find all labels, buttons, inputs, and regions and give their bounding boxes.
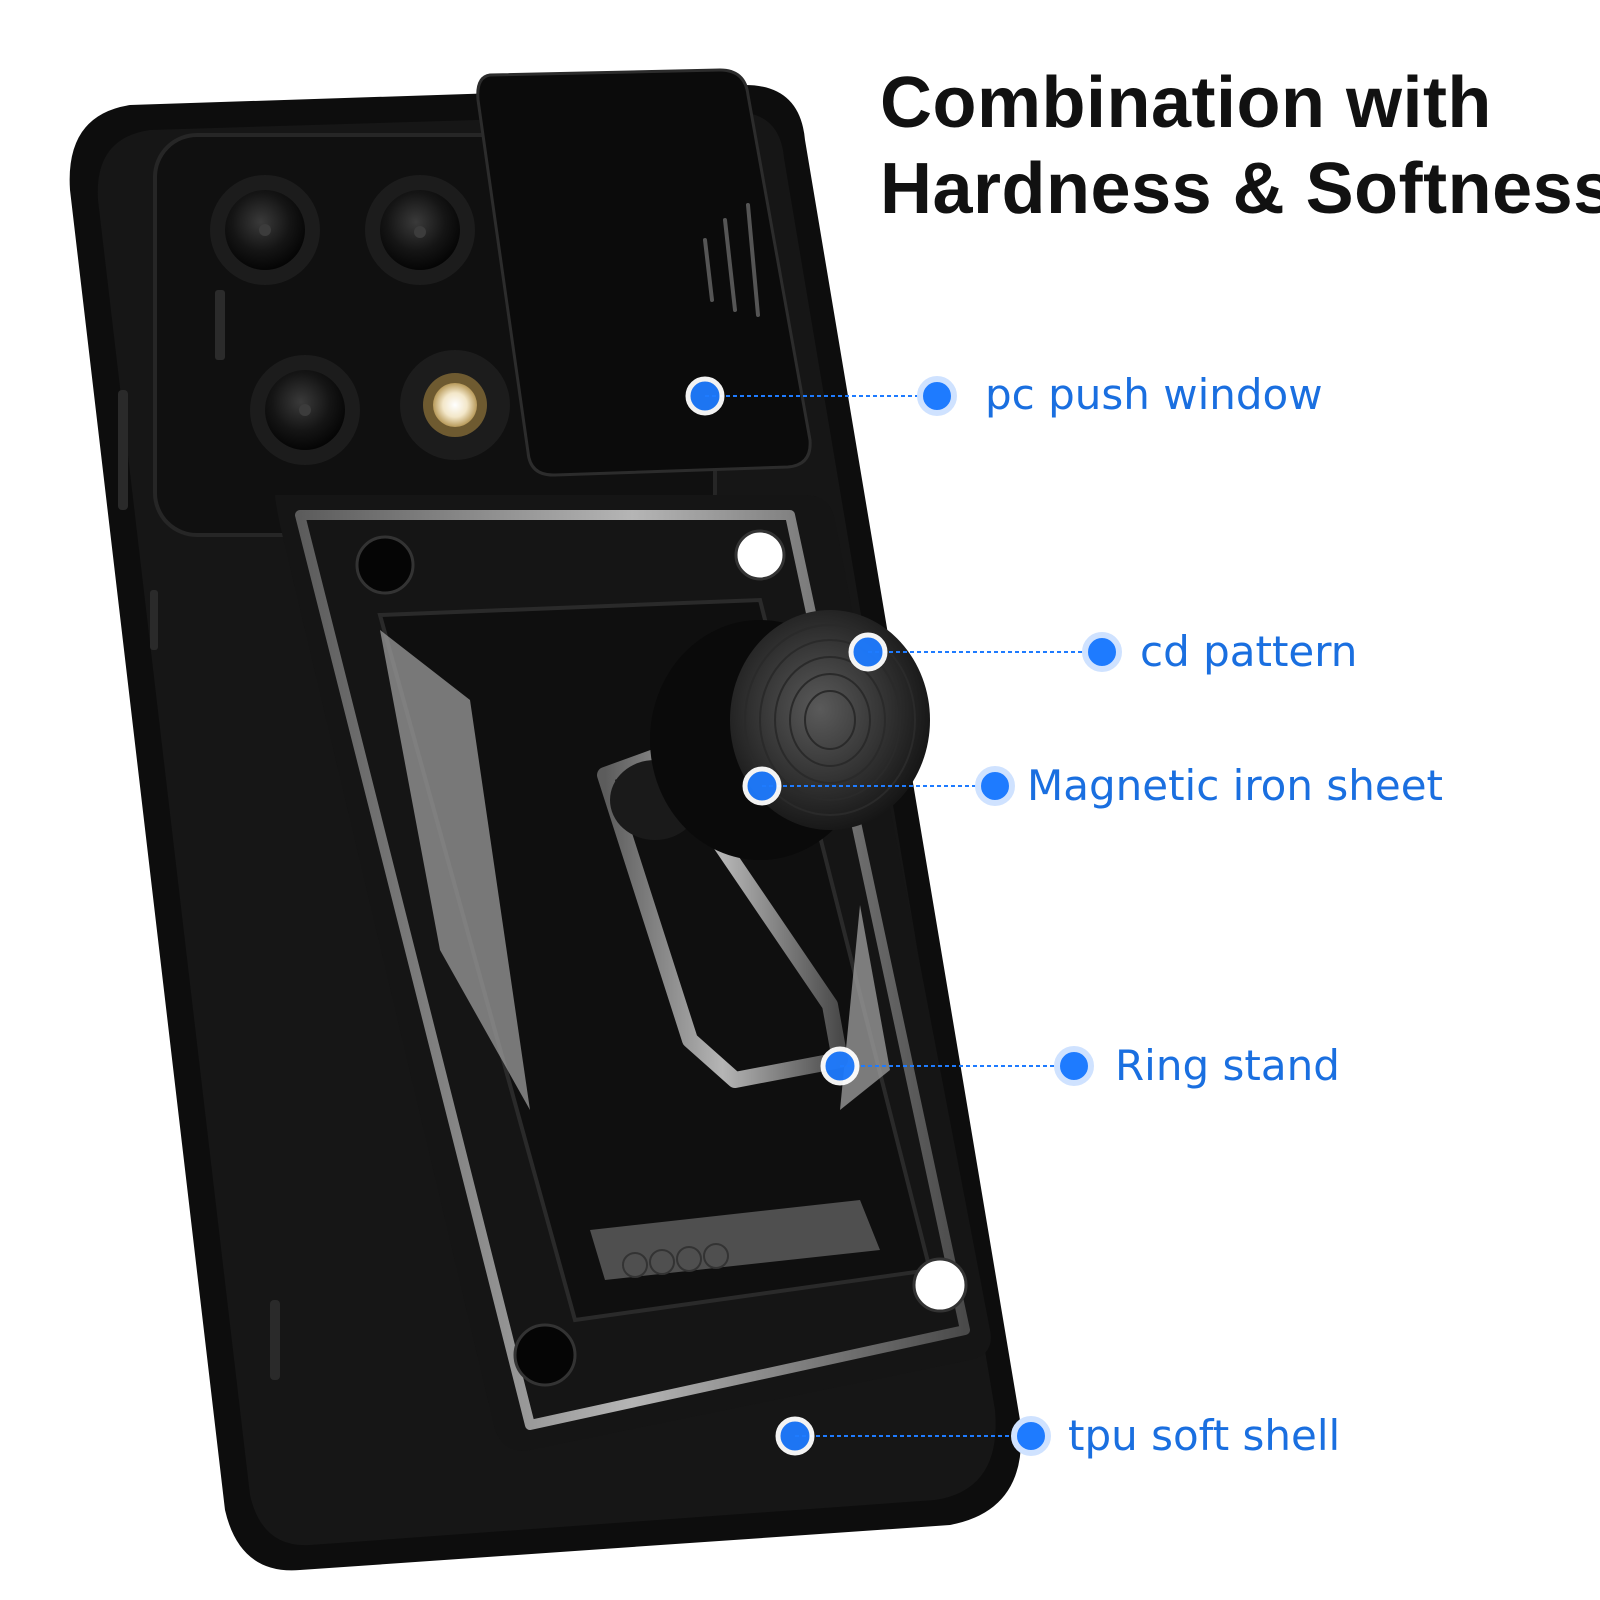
camera-lens-icon (250, 355, 360, 465)
headline: Combination with Hardness & Softness (880, 60, 1600, 232)
callout-ring-stand: Ring stand (1115, 1041, 1340, 1090)
camera-lens-icon (210, 175, 320, 285)
camera-lens-icon (365, 175, 475, 285)
callout-connectors (705, 395, 1100, 1437)
callout-tpu-soft-shell: tpu soft shell (1068, 1411, 1341, 1460)
flash-icon (400, 350, 510, 460)
headline-line-1: Combination with (880, 63, 1492, 143)
callout-cd-pattern: cd pattern (1140, 627, 1358, 676)
slide-grip-icon (703, 203, 760, 317)
callout-magnetic-iron-sheet: Magnetic iron sheet (1027, 761, 1444, 810)
callout-pc-push-window: pc push window (985, 370, 1323, 419)
callout-anchor-dots (685, 376, 1122, 1456)
headline-line-2: Hardness & Softness (880, 149, 1600, 229)
push-window-slider (476, 68, 812, 477)
